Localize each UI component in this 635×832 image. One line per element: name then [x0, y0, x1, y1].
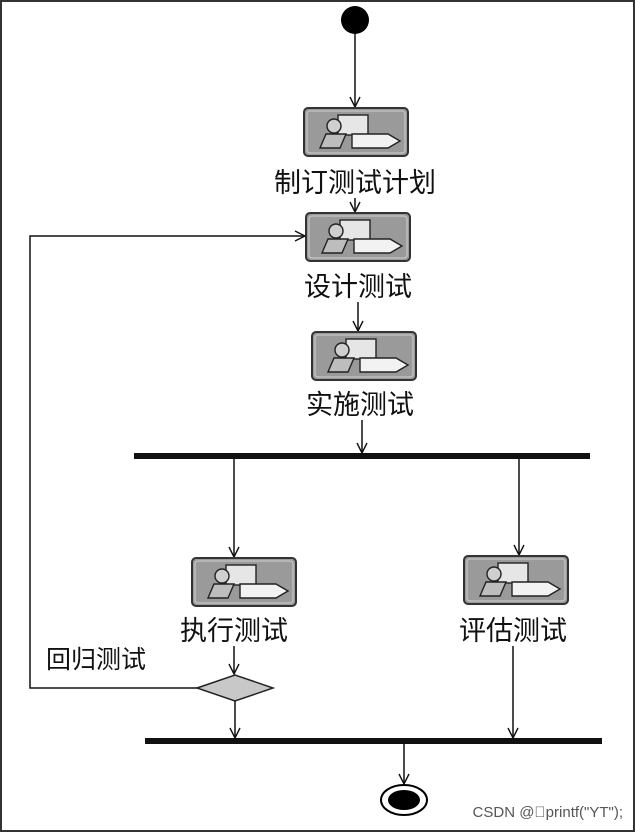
activity-icon [305, 212, 411, 262]
activity-label-evaluate: 评估测试 [459, 616, 567, 647]
start-node [341, 6, 369, 34]
activity-label-plan: 制订测试计划 [274, 168, 436, 199]
activity-icon [303, 107, 409, 157]
regression-label: 回归测试 [46, 645, 146, 674]
watermark-text: CSDN @ printf("YT"); [473, 804, 623, 821]
activity-icon [191, 557, 297, 607]
activity-plan: 制订测试计划 [274, 107, 436, 199]
end-node [380, 784, 428, 816]
activity-implement: 实施测试 [306, 331, 417, 421]
activity-design: 设计测试 [304, 212, 412, 303]
join-bar [145, 738, 602, 744]
fork-bar [134, 453, 590, 459]
activity-icon [311, 331, 417, 381]
activity-icon [463, 555, 569, 605]
activity-label-design: 设计测试 [304, 272, 412, 303]
activity-execute: 执行测试 [180, 557, 297, 647]
regression-loop-arrow [29, 236, 305, 689]
activity-evaluate: 评估测试 [459, 555, 569, 647]
activity-label-implement: 实施测试 [306, 390, 414, 421]
decision-node [194, 674, 276, 702]
activity-label-execute: 执行测试 [180, 616, 288, 647]
